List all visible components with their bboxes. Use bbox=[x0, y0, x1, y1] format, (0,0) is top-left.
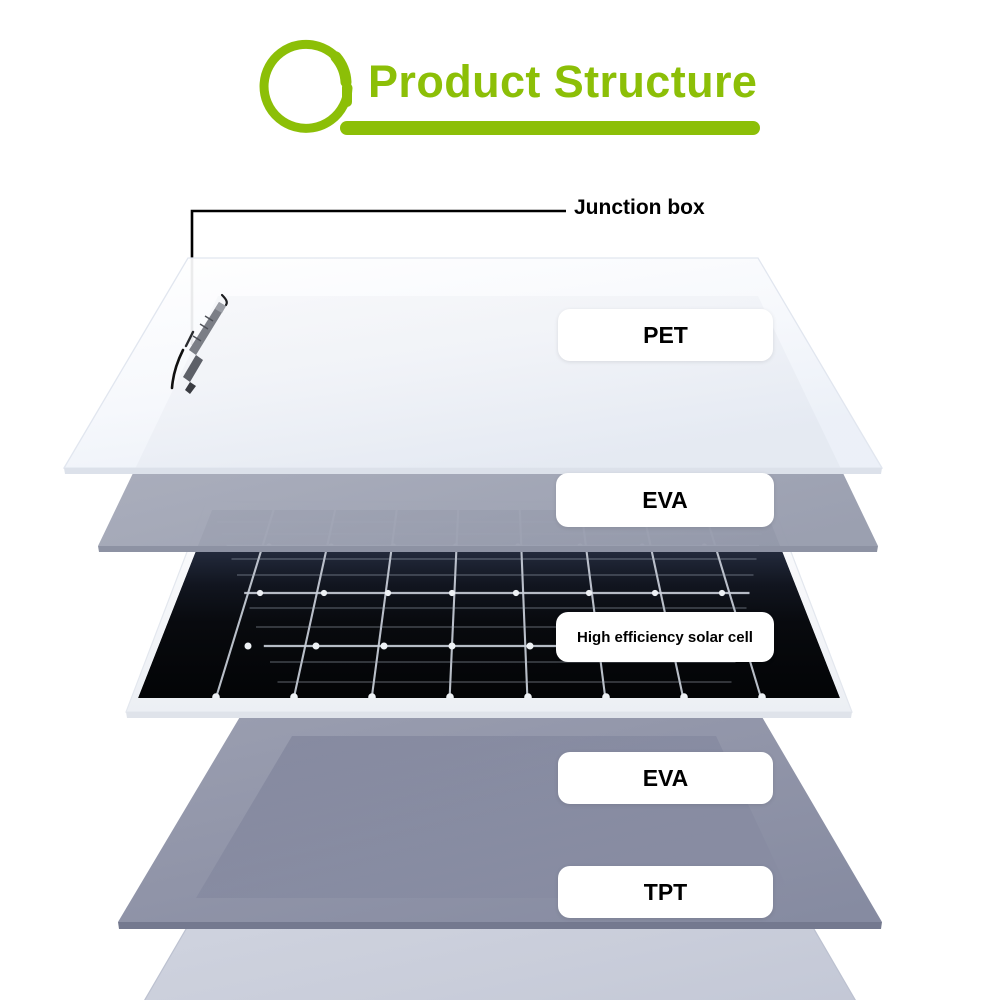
title-underline-bar bbox=[340, 121, 760, 135]
page-title: Product Structure bbox=[368, 56, 758, 107]
layer-label-pet: PET bbox=[558, 309, 773, 361]
layer-label-solar-cell: High efficiency solar cell bbox=[556, 612, 774, 662]
open-circle-ring-icon bbox=[259, 39, 353, 133]
layer-pet bbox=[62, 257, 884, 474]
junction-box-label: Junction box bbox=[574, 196, 705, 219]
layer-label-eva-bottom-text: EVA bbox=[642, 764, 689, 791]
junction-box bbox=[170, 293, 228, 394]
page-header: Product Structure bbox=[0, 0, 1000, 160]
layer-label-eva-top-text: EVA bbox=[642, 486, 688, 513]
layer-stack-graphic bbox=[62, 257, 884, 1000]
layer-label-solar-cell-text: High efficiency solar cell bbox=[577, 628, 753, 646]
layer-label-eva-bottom: EVA bbox=[558, 752, 773, 804]
layer-label-pet-text: PET bbox=[643, 321, 688, 348]
layer-label-tpt: TPT bbox=[558, 866, 773, 918]
layer-stack bbox=[0, 150, 1000, 1000]
layer-label-eva-top: EVA bbox=[556, 473, 774, 527]
layer-label-tpt-text: TPT bbox=[643, 878, 688, 905]
